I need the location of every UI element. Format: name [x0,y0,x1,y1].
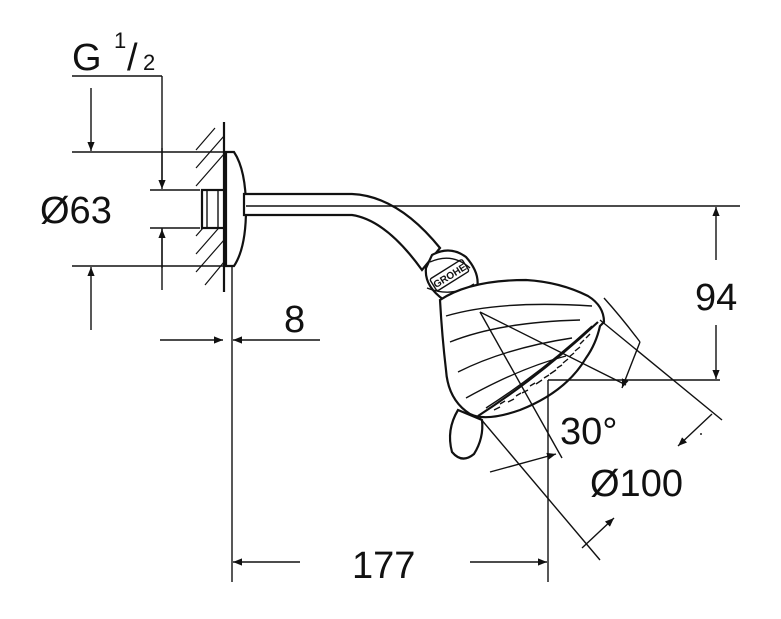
dim-spray-angle: 30° [489,297,641,473]
thread-connector [200,188,226,230]
dim-flange-diameter: Ø63 [40,88,228,330]
thread-label-numerator: 1 [114,28,126,53]
wall-offset-label: 8 [284,299,305,341]
thread-label-denominator: 2 [143,50,155,75]
thread-label-slash: / [127,37,138,79]
thread-label-main: G [72,37,102,79]
projection-length-label: 177 [352,545,415,587]
dim-head-diameter: Ø100 [479,319,723,561]
spray-angle-label: 30° [560,411,617,453]
dim-height-drop: 94 [246,205,740,379]
dim-wall-offset: 8 [160,266,320,360]
head-diameter-label: Ø100 [590,463,683,505]
dim-projection-length: 177 [231,360,549,587]
flange-diameter-label: Ø63 [40,190,112,232]
dim-thread: G 1 / 2 [72,28,200,290]
height-drop-label: 94 [695,277,737,319]
